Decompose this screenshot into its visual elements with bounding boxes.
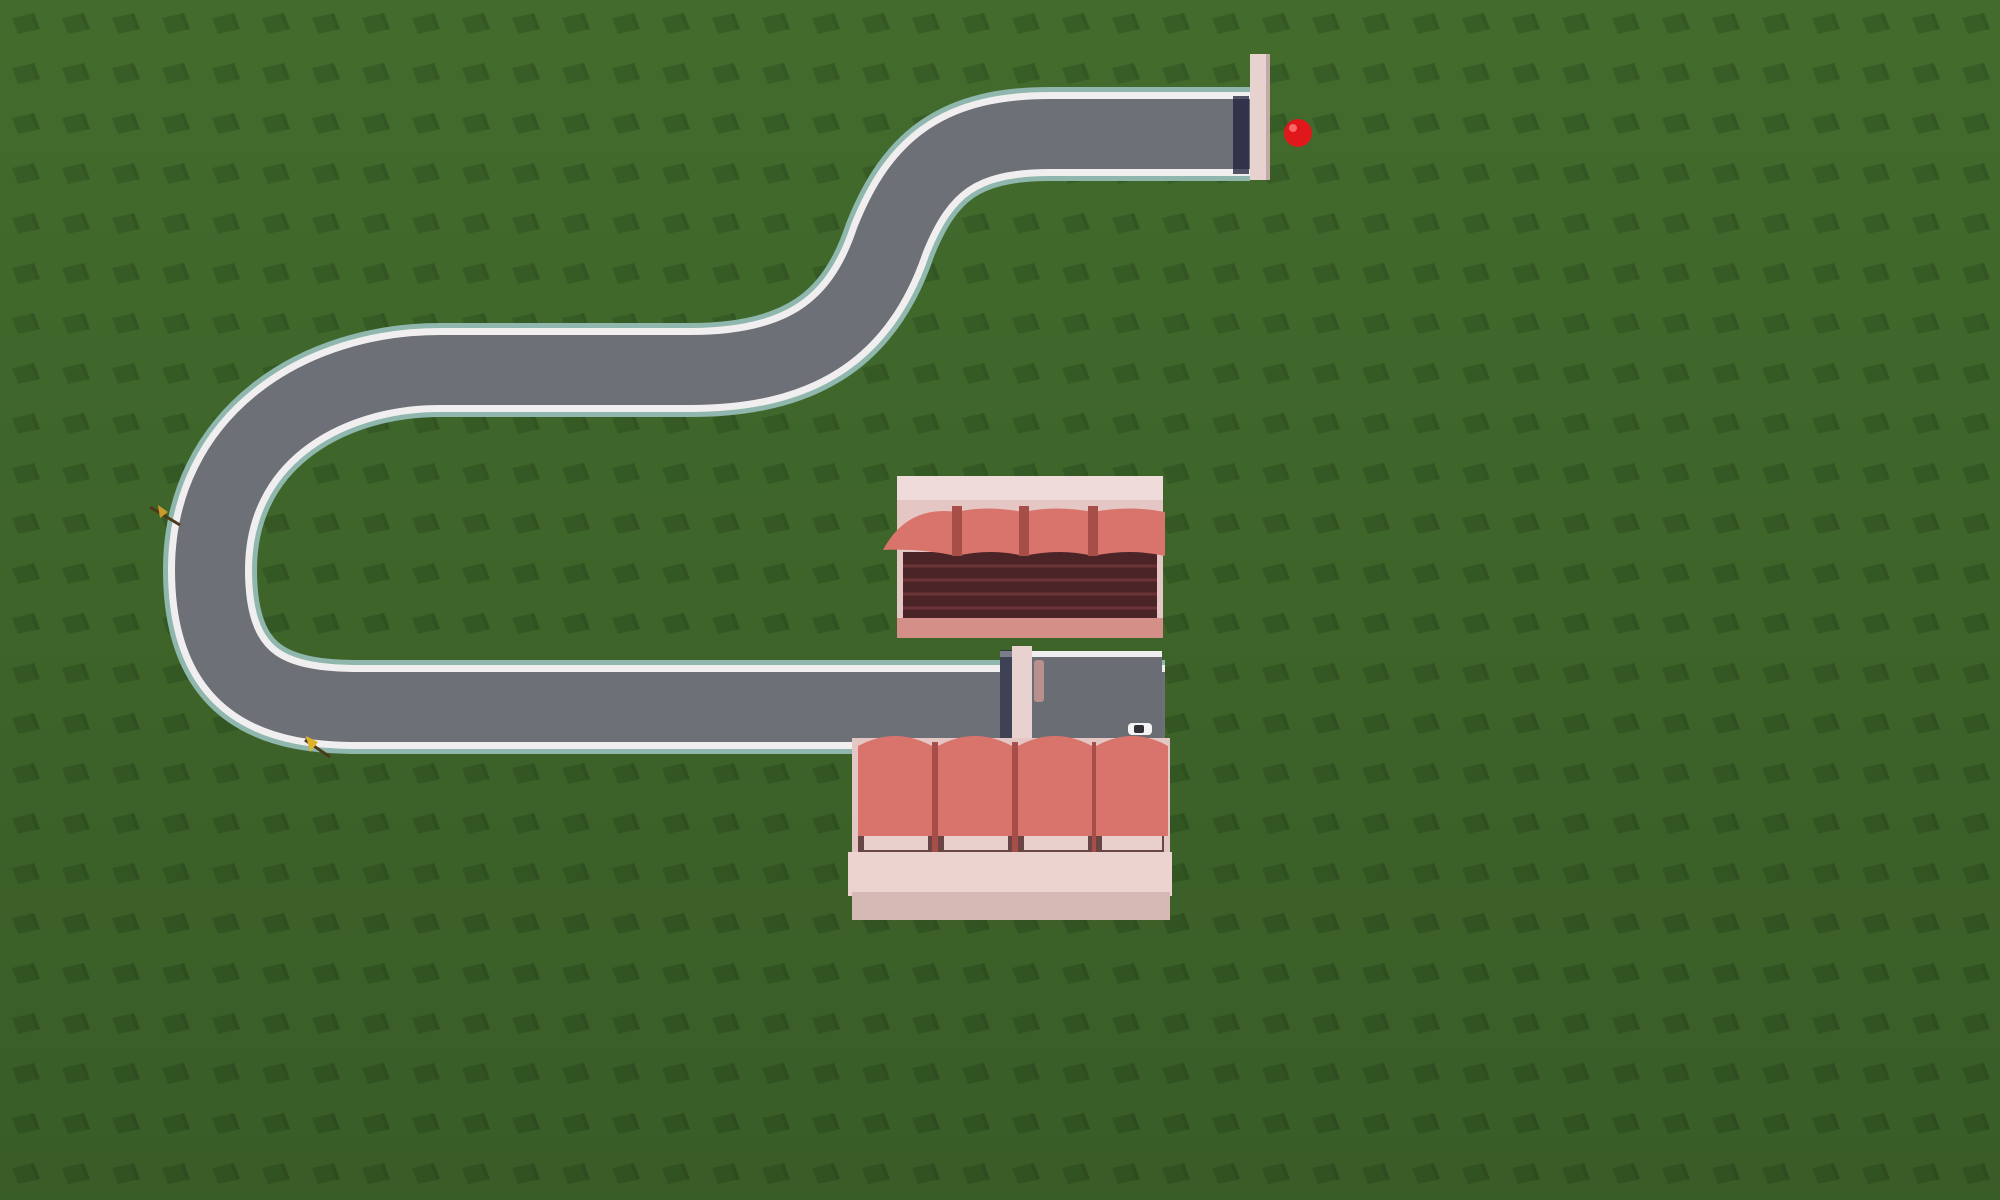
lower-grandstand (848, 736, 1172, 920)
finish-gate-icon (1233, 54, 1270, 180)
car-icon (1128, 723, 1152, 735)
upper-awning (883, 506, 1165, 556)
pit-bridge (1000, 646, 1044, 758)
cone-marker-icon (304, 736, 331, 759)
race-track (163, 87, 1250, 754)
pit-lane-edge (1000, 651, 1162, 657)
lower-awning (858, 736, 1168, 852)
red-sphere-icon (1284, 119, 1312, 147)
cone-marker-icon (149, 505, 181, 527)
track-asphalt (175, 99, 1250, 742)
upper-grandstand (883, 476, 1165, 638)
